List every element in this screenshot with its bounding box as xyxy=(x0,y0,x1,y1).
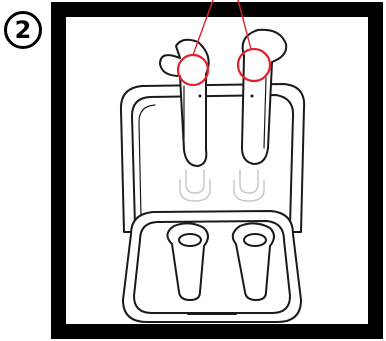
step-number: 2 xyxy=(14,16,32,44)
right-earbud-lifted xyxy=(241,28,288,165)
right-earbud-highlight-circle xyxy=(236,47,272,83)
right-callout-line xyxy=(237,0,252,50)
right-earbud-in-case xyxy=(231,222,275,301)
earbud-slot-ghosts xyxy=(179,169,265,202)
case-lid xyxy=(119,83,306,233)
highlight-markers xyxy=(176,0,272,87)
left-earbud-in-case xyxy=(166,222,209,301)
case-base xyxy=(122,210,302,323)
step-number-badge: 2 xyxy=(4,11,42,49)
left-callout-line xyxy=(192,0,214,56)
